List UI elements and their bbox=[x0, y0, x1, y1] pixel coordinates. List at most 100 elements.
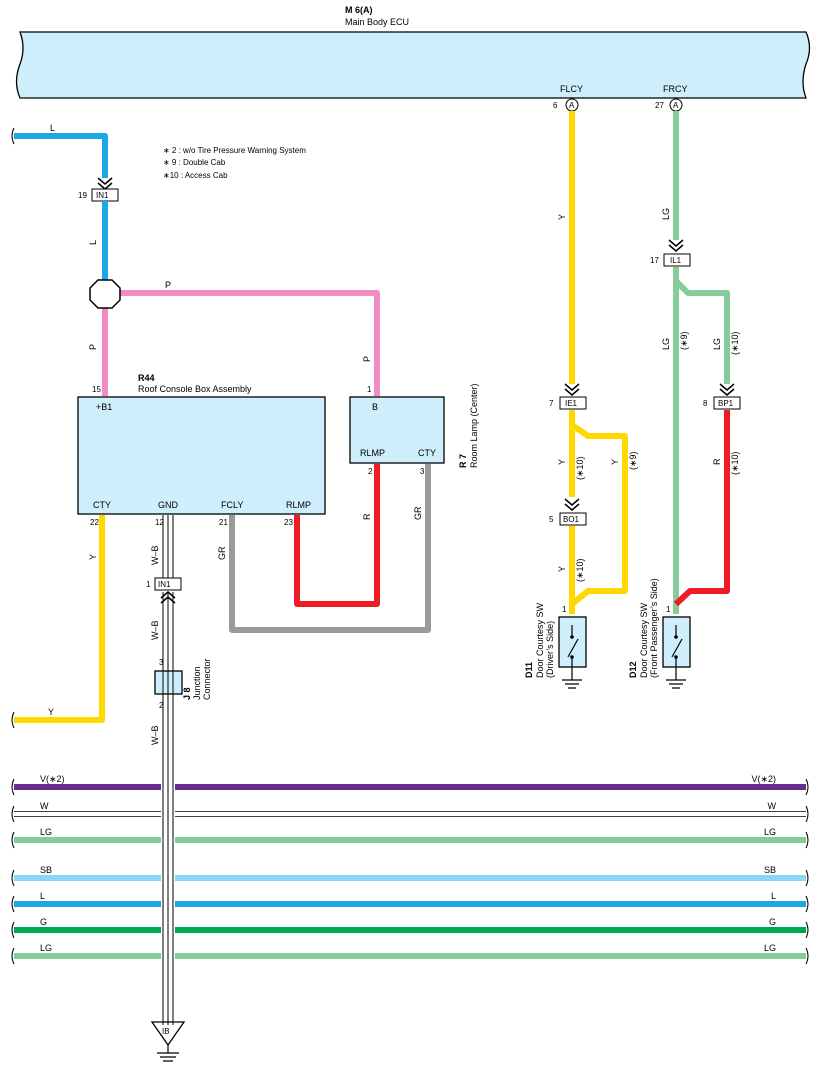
d11-line2: (Driver’s Side) bbox=[545, 621, 555, 678]
r44-pin12: 12 bbox=[155, 518, 164, 527]
wire-label-p: P bbox=[165, 280, 171, 290]
ecu-num-flcy: 6 bbox=[553, 101, 558, 110]
wire-label-lg-frcy: LG bbox=[661, 208, 671, 220]
d11-pin1: 1 bbox=[562, 605, 567, 614]
r44-pin15: 15 bbox=[92, 385, 101, 394]
bus-line-break bbox=[805, 805, 809, 823]
j8-pin3: 3 bbox=[159, 658, 164, 667]
r7-cty: CTY bbox=[418, 448, 436, 458]
r44-pin22: 22 bbox=[90, 518, 99, 527]
bo1-label: BO1 bbox=[563, 515, 580, 524]
ecu-pin-frcy: FRCY bbox=[663, 84, 688, 94]
r7-room-lamp bbox=[349, 396, 445, 464]
mark-lg-s10: (∗10) bbox=[730, 331, 740, 355]
ecu-conn-a-flcy-letter: A bbox=[569, 101, 575, 110]
connector-bp1 bbox=[713, 396, 741, 410]
wire-p-pink bbox=[102, 290, 380, 396]
wire-label-y-s9: Y bbox=[610, 459, 620, 465]
wire-lg-branch bbox=[673, 267, 730, 614]
wire-label-y-bottom: Y bbox=[48, 707, 54, 717]
r44-pin23: 23 bbox=[284, 518, 293, 527]
wire-label-lg-s9: LG bbox=[661, 338, 671, 350]
wire-l-blue bbox=[14, 133, 108, 178]
mark-s9: (∗9) bbox=[628, 451, 638, 470]
ie1-num: 7 bbox=[549, 399, 554, 408]
r44-pin21: 21 bbox=[219, 518, 228, 527]
note-9: ∗ 9 : Double Cab bbox=[163, 158, 226, 167]
bus-line-break bbox=[805, 921, 809, 939]
connector-ie1 bbox=[559, 396, 587, 410]
bus-line-break bbox=[11, 869, 15, 887]
il1-num: 17 bbox=[650, 256, 659, 265]
connector-bo1 bbox=[559, 512, 587, 526]
r44-cty: CTY bbox=[93, 500, 111, 510]
wire-label-p-right: P bbox=[362, 356, 372, 362]
wire-label-gr-right: GR bbox=[413, 506, 423, 520]
ecu-conn-a-frcy-letter: A bbox=[673, 101, 679, 110]
d12-line2: (Front Passenger’s Side) bbox=[649, 578, 659, 678]
bus-label-right: LG bbox=[764, 943, 776, 953]
d12-line1: Door Courtesy SW bbox=[639, 602, 649, 678]
bp1-label: BP1 bbox=[718, 399, 734, 408]
bus-label-left: G bbox=[40, 917, 47, 927]
ecu-pin-flcy: FLCY bbox=[560, 84, 583, 94]
r7-pin3: 3 bbox=[420, 467, 425, 476]
bus-line-break bbox=[805, 831, 809, 849]
r44-code: R44 bbox=[138, 373, 155, 383]
note-2: ∗ 2 : w/o Tire Pressure Warning System bbox=[163, 146, 306, 155]
mark-lg-s9: (∗9) bbox=[679, 331, 689, 350]
in1-bottom-num: 1 bbox=[146, 580, 151, 589]
r7-b: B bbox=[372, 402, 378, 412]
bus-label-right: W bbox=[768, 801, 777, 811]
r44-b1: +B1 bbox=[96, 402, 112, 412]
bus-line-break bbox=[11, 778, 15, 796]
wire-label-y-flcy: Y bbox=[557, 214, 567, 220]
bus-label-right: LG bbox=[764, 827, 776, 837]
wire-label-gr-left: GR bbox=[217, 546, 227, 560]
d11-line1: Door Courtesy SW bbox=[535, 602, 545, 678]
wire-r-red bbox=[294, 464, 380, 607]
bus-line-break bbox=[805, 895, 809, 913]
r7-pin1: 1 bbox=[367, 385, 372, 394]
wire-label-wb-1: W–B bbox=[150, 545, 160, 565]
ecu-name: Main Body ECU bbox=[345, 17, 409, 27]
in1-top-label: IN1 bbox=[96, 191, 109, 200]
wire-label-wb-3: W–B bbox=[150, 725, 160, 745]
main-body-ecu: M 6(A) Main Body ECU FLCY FRCY bbox=[15, 5, 811, 99]
bus-label-left: W bbox=[40, 801, 49, 811]
notes: ∗ 2 : w/o Tire Pressure Warning System ∗… bbox=[163, 146, 306, 180]
wire-wb-ground-overlay bbox=[162, 515, 174, 1025]
bus-label-left: LG bbox=[40, 943, 52, 953]
right-circuit: A 6 Y IE1 7 Y (∗10) Y (∗9) BO1 5 Y (∗10)… bbox=[524, 98, 741, 689]
bus-line-break bbox=[11, 831, 15, 849]
r44-fcly: FCLY bbox=[221, 500, 243, 510]
wire-label-r-bp1: R bbox=[712, 458, 722, 465]
bus-line-break bbox=[11, 805, 15, 823]
wire-y-branch bbox=[569, 410, 628, 607]
wire-label-y-s10b: Y bbox=[557, 566, 567, 572]
r7-pin2: 2 bbox=[368, 467, 373, 476]
ecu-code: M 6(A) bbox=[345, 5, 373, 15]
bus-line-break bbox=[11, 921, 15, 939]
r44-name: Roof Console Box Assembly bbox=[138, 384, 252, 394]
r7-rlmp: RLMP bbox=[360, 448, 385, 458]
wire-label-y-s10a: Y bbox=[557, 459, 567, 465]
bus-label-left: V(∗2) bbox=[40, 774, 65, 784]
d12-pin1: 1 bbox=[666, 605, 671, 614]
j8-name1: Junction bbox=[192, 666, 202, 700]
wire-y-left bbox=[14, 515, 105, 723]
bp1-num: 8 bbox=[703, 399, 708, 408]
wire-label-lg-s10: LG bbox=[712, 338, 722, 350]
bus-line-break bbox=[11, 947, 15, 965]
bus-line-break bbox=[805, 869, 809, 887]
wire-label-l-vert: L bbox=[88, 240, 98, 245]
wire-label-p-left: P bbox=[88, 344, 98, 350]
j8-name2: Connector bbox=[202, 658, 212, 700]
wire-label-r: R bbox=[362, 513, 372, 520]
r44-roof-console-box bbox=[77, 396, 326, 515]
ie1-label: IE1 bbox=[565, 399, 578, 408]
mark-s10b: (∗10) bbox=[575, 558, 585, 582]
mark-r-s10: (∗10) bbox=[730, 451, 740, 475]
bus-label-right: G bbox=[769, 917, 776, 927]
